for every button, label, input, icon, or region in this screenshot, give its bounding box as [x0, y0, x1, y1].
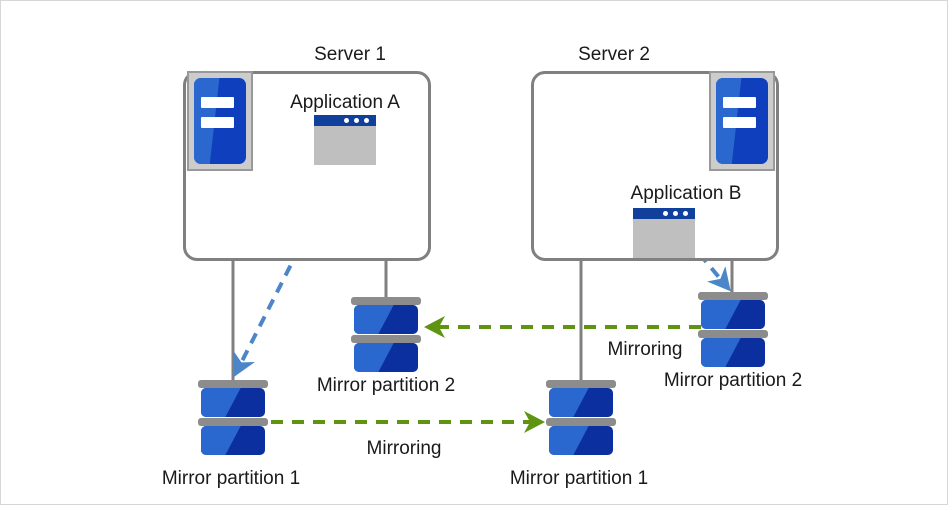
disk-segment-bottom [354, 343, 418, 372]
disk-cap-mid [546, 418, 616, 426]
disk-segment-bottom [701, 338, 765, 367]
s1-mirror-partition-2-label: Mirror partition 2 [316, 375, 456, 396]
disk-cap-mid [351, 335, 421, 343]
tower-body [194, 78, 246, 164]
disk-segment-top [701, 300, 765, 329]
application-window-icon-b [633, 208, 695, 258]
disk-segment-sheen [549, 388, 589, 417]
disk-segment-sheen [354, 305, 394, 334]
disk-stack-icon-s2-partition2 [698, 292, 768, 370]
disk-segment-top [354, 305, 418, 334]
mirroring-label-right: Mirroring [607, 339, 683, 360]
disk-segment-sheen-2 [701, 338, 741, 367]
disk-stack-icon-s1-partition2 [351, 297, 421, 375]
disk-segment-bottom [549, 426, 613, 455]
disk-cap-top [351, 297, 421, 305]
app-window-dot-b-3 [683, 211, 688, 216]
disk-cap-top [546, 380, 616, 388]
disk-cap-top [198, 380, 268, 388]
server-tower-icon-2 [709, 71, 775, 171]
tower-bar-bottom [201, 116, 234, 128]
app-window-dot-3 [364, 118, 369, 123]
server-tower-icon [187, 71, 253, 171]
disk-stack-icon-s2-partition1 [546, 380, 616, 458]
tower-bar-top [201, 96, 234, 109]
app-window-dot-2 [354, 118, 359, 123]
disk-segment-top [549, 388, 613, 417]
application-window-icon-a [314, 115, 376, 165]
disk-segment-sheen-2 [549, 426, 589, 455]
mirroring-label-bottom: Mirroring [366, 438, 442, 459]
disk-segment-sheen [201, 388, 241, 417]
application-b-label: Application B [630, 183, 742, 204]
disk-segment-sheen-2 [201, 426, 241, 455]
s1-mirror-partition-1-label: Mirror partition 1 [161, 468, 301, 489]
disk-segment-bottom [201, 426, 265, 455]
app-window-dot-b-2 [673, 211, 678, 216]
s2-mirror-partition-1-label: Mirror partition 1 [509, 468, 649, 489]
s2-mirror-partition-2-label: Mirror partition 2 [663, 370, 803, 391]
app-window-dot-1 [344, 118, 349, 123]
disk-segment-top [201, 388, 265, 417]
application-a-label: Application A [290, 92, 400, 113]
tower-bar-bottom-2 [723, 116, 756, 128]
server-1-title: Server 1 [314, 44, 386, 65]
app-window-dot-b-1 [663, 211, 668, 216]
disk-cap-mid [198, 418, 268, 426]
tower-body-2 [716, 78, 768, 164]
disk-segment-sheen-2 [354, 343, 394, 372]
disk-segment-sheen [701, 300, 741, 329]
disk-cap-mid [698, 330, 768, 338]
server-2-title: Server 2 [578, 44, 650, 65]
disk-cap-top [698, 292, 768, 300]
disk-stack-icon-s1-partition1 [198, 380, 268, 458]
tower-bar-top-2 [723, 96, 756, 109]
